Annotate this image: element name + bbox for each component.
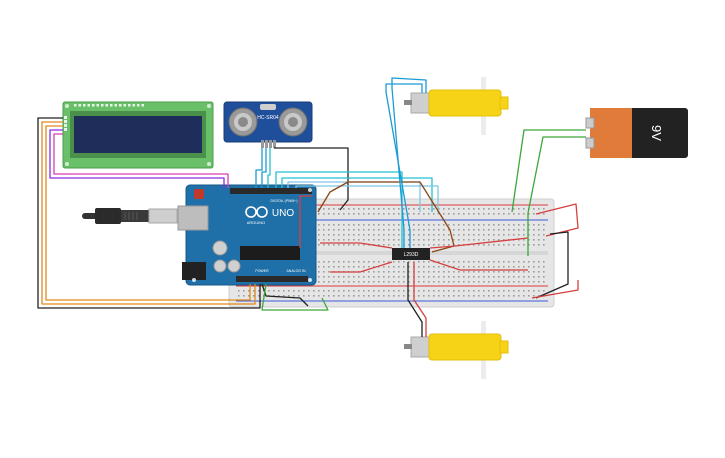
- usb-cable[interactable]: [82, 208, 178, 224]
- analog-label: ANALOG IN: [286, 269, 306, 273]
- wire-motor-bottom-b[interactable]: [407, 262, 423, 337]
- ultrasonic-sensor[interactable]: HC-SR04: [223, 101, 313, 148]
- wire-driver-vs[interactable]: [429, 237, 529, 249]
- motor-driver-chip[interactable]: L293D: [392, 248, 430, 260]
- reset-button[interactable]: [194, 189, 204, 199]
- wire-driver-in4[interactable]: [295, 185, 439, 214]
- wire-driver-gnd-b[interactable]: [330, 261, 393, 273]
- lcd-display[interactable]: [62, 101, 214, 169]
- wire-driver-gnd-a[interactable]: [429, 259, 528, 271]
- power-label: POWER: [255, 269, 269, 273]
- wire-motor-top-b[interactable]: [385, 83, 423, 248]
- wire-rail-top-jumper[interactable]: [535, 203, 579, 237]
- wire-lcd-sda[interactable]: [49, 129, 225, 188]
- driver-chip-label: L293D: [404, 252, 419, 258]
- wire-lcd-vcc[interactable]: [41, 121, 256, 305]
- usb-port: [177, 205, 209, 231]
- wire-5v[interactable]: [299, 195, 312, 248]
- wire-lcd-vo[interactable]: [45, 125, 251, 301]
- wire-sensor-trig[interactable]: [261, 148, 267, 188]
- wire-lcd-scl[interactable]: [53, 133, 229, 188]
- wire-gnd-rail[interactable]: [261, 283, 329, 311]
- battery-9v[interactable]: 9V: [585, 108, 688, 158]
- wire-sensor-vcc[interactable]: [255, 148, 263, 188]
- wire-gnd-breadboard[interactable]: [261, 283, 309, 307]
- arduino-model: UNO: [272, 208, 294, 219]
- dc-jack: [182, 262, 206, 280]
- wire-rail-side-jumper[interactable]: [535, 231, 569, 299]
- wire-battery-neg[interactable]: [511, 129, 586, 213]
- lcd-screen: [74, 116, 202, 153]
- power-analog-header: [236, 276, 308, 282]
- lcd-pin-header: [64, 104, 144, 131]
- wires[interactable]: [37, 77, 586, 337]
- wire-sensor-echo[interactable]: [267, 148, 271, 188]
- sensor-label: HC-SR04: [257, 115, 279, 121]
- wire-motor-top-a[interactable]: [391, 77, 427, 248]
- wire-motor-bottom-a[interactable]: [413, 262, 427, 337]
- arduino-logo-text: ARDUINO: [247, 220, 265, 225]
- digital-header: [230, 188, 312, 194]
- wire-battery-pos[interactable]: [527, 136, 586, 256]
- dc-motor-bottom[interactable]: [404, 321, 509, 379]
- battery-label: 9V: [649, 125, 664, 141]
- wire-rail-bottom-jumper[interactable]: [531, 280, 579, 299]
- wire-lcd-gnd[interactable]: [37, 117, 261, 309]
- digital-label: DIGITAL (PWM~): [270, 199, 297, 203]
- wire-driver-vss[interactable]: [320, 242, 393, 249]
- dc-motor-top[interactable]: [404, 77, 509, 135]
- wire-driver-in2[interactable]: [281, 177, 433, 212]
- wire-sensor-gnd[interactable]: [274, 147, 349, 211]
- atmega-chip: [240, 246, 300, 260]
- arduino-uno[interactable]: ARDUINO UNO DIGITAL (PWM~) POWER ANALOG …: [177, 184, 317, 286]
